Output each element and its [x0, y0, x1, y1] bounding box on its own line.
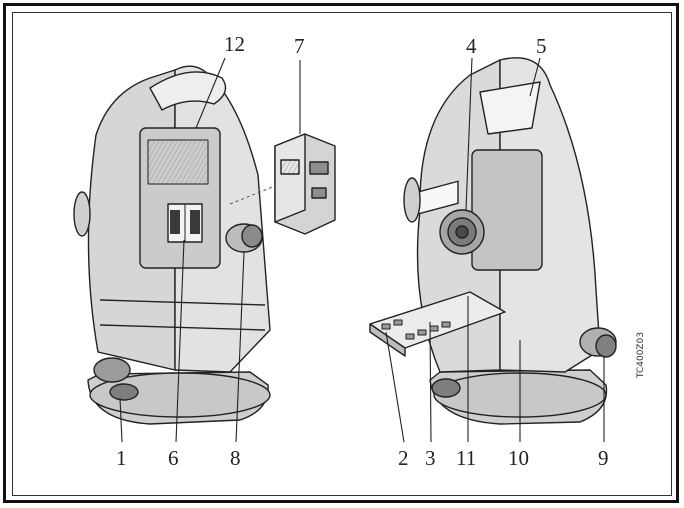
right-telescope [471, 149, 543, 271]
right-fine-knob [579, 327, 617, 358]
inner-border [12, 12, 672, 496]
callout-9: 9 [598, 446, 609, 470]
callout-3: 3 [425, 446, 436, 470]
left-focus-knob [225, 223, 263, 253]
callout-1: 1 [116, 446, 127, 470]
callout-11: 11 [456, 446, 477, 470]
left-base-ring [89, 372, 271, 418]
callout-8: 8 [230, 446, 241, 470]
callout-6: 6 [168, 446, 179, 470]
callout-12: 12 [224, 32, 245, 56]
battery-module [229, 133, 336, 235]
leader-lines [119, 57, 605, 443]
right-keys [381, 319, 451, 340]
outer-border [3, 3, 679, 503]
left-instrument [73, 65, 271, 425]
right-eyepiece [439, 209, 485, 255]
callout-5: 5 [536, 34, 547, 58]
callout-2: 2 [398, 446, 409, 470]
left-footscrew [93, 357, 139, 401]
right-top-opening [479, 81, 541, 135]
right-side-knob [403, 177, 421, 223]
right-instrument [369, 57, 617, 425]
callout-7: 7 [294, 34, 305, 58]
figure-code: TC400Z03 [636, 331, 646, 378]
callout-4: 4 [466, 34, 477, 58]
left-handle [149, 71, 227, 111]
right-standard-right [499, 57, 601, 373]
callout-10: 10 [508, 446, 529, 470]
left-side-knob [73, 191, 91, 237]
right-footscrew [431, 378, 461, 398]
